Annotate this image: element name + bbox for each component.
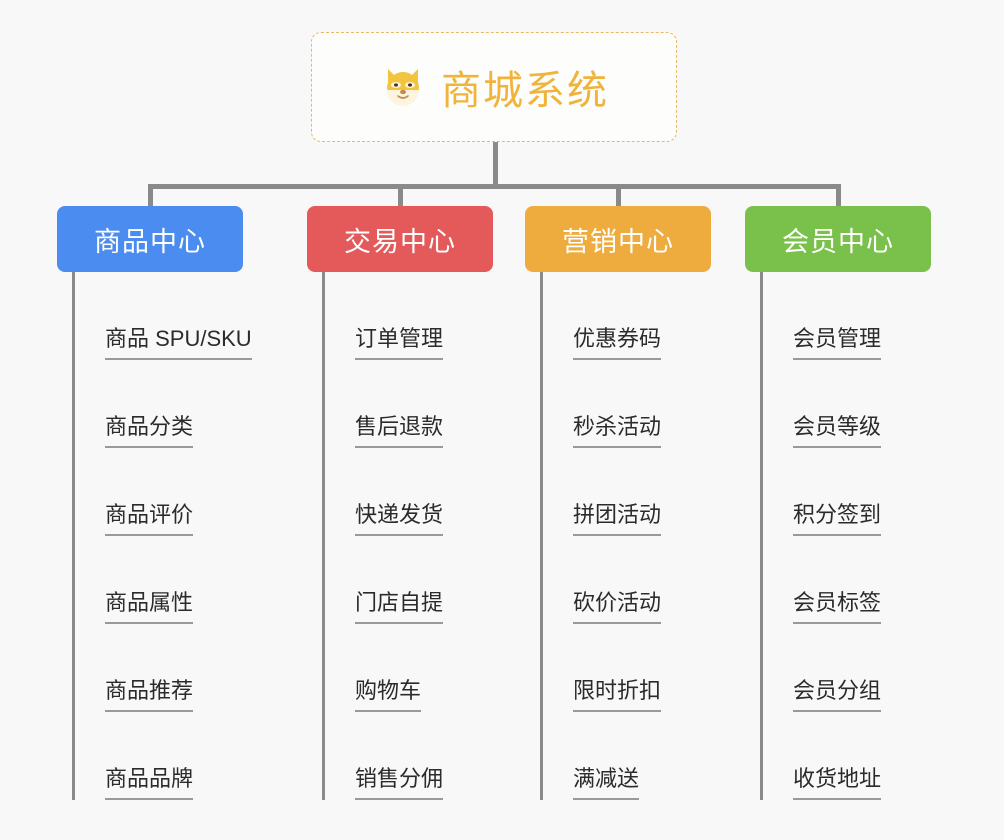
branch-column-4: 会员中心 会员管理 会员等级 积分签到 会员标签 会员分组 收货地址 xyxy=(745,206,931,800)
leaf-item[interactable]: 收货地址 xyxy=(760,712,931,800)
branch-header-4[interactable]: 会员中心 xyxy=(745,206,931,272)
leaf-item[interactable]: 销售分佣 xyxy=(322,712,493,800)
leaf-item[interactable]: 会员分组 xyxy=(760,624,931,712)
branch-column-1: 商品中心 商品 SPU/SKU 商品分类 商品评价 商品属性 商品推荐 商品品牌 xyxy=(57,206,252,800)
shiba-dog-icon xyxy=(379,63,427,111)
leaf-label: 商品属性 xyxy=(105,590,194,624)
leaf-label: 商品品牌 xyxy=(105,766,194,800)
leaf-item[interactable]: 商品推荐 xyxy=(72,624,252,712)
leaf-item[interactable]: 拼团活动 xyxy=(540,448,711,536)
leaf-label: 商品评价 xyxy=(105,502,194,536)
leaf-item[interactable]: 满减送 xyxy=(540,712,711,800)
branch-column-2: 交易中心 订单管理 售后退款 快递发货 门店自提 购物车 销售分佣 xyxy=(307,206,493,800)
leaf-label: 会员管理 xyxy=(793,326,882,360)
branch-body-4: 会员管理 会员等级 积分签到 会员标签 会员分组 收货地址 xyxy=(745,272,931,800)
leaf-label: 拼团活动 xyxy=(573,502,662,536)
branch-spine-4 xyxy=(760,272,763,800)
leaf-label: 销售分佣 xyxy=(355,766,444,800)
trunk-horizontal-line xyxy=(150,184,840,189)
leaf-label: 商品推荐 xyxy=(105,678,194,712)
leaf-label: 优惠券码 xyxy=(573,326,662,360)
leaf-item[interactable]: 秒杀活动 xyxy=(540,360,711,448)
leaf-item[interactable]: 商品品牌 xyxy=(72,712,252,800)
branch-header-2[interactable]: 交易中心 xyxy=(307,206,493,272)
leaf-item[interactable]: 快递发货 xyxy=(322,448,493,536)
leaf-item[interactable]: 砍价活动 xyxy=(540,536,711,624)
leaf-label: 门店自提 xyxy=(355,590,444,624)
leaf-label: 商品 SPU/SKU xyxy=(105,326,252,360)
leaf-item[interactable]: 售后退款 xyxy=(322,360,493,448)
leaf-label: 商品分类 xyxy=(105,414,194,448)
branch-spine-2 xyxy=(322,272,325,800)
leaf-label: 限时折扣 xyxy=(573,678,662,712)
branch-body-1: 商品 SPU/SKU 商品分类 商品评价 商品属性 商品推荐 商品品牌 xyxy=(57,272,252,800)
branch-body-2: 订单管理 售后退款 快递发货 门店自提 购物车 销售分佣 xyxy=(307,272,493,800)
trunk-drop-2 xyxy=(398,184,403,208)
leaf-item[interactable]: 订单管理 xyxy=(322,272,493,360)
trunk-vertical-line xyxy=(493,142,498,187)
leaf-label: 会员等级 xyxy=(793,414,882,448)
leaf-item[interactable]: 会员等级 xyxy=(760,360,931,448)
root-title: 商城系统 xyxy=(441,69,609,113)
leaf-item[interactable]: 限时折扣 xyxy=(540,624,711,712)
leaf-item[interactable]: 商品分类 xyxy=(72,360,252,448)
leaf-item[interactable]: 优惠券码 xyxy=(540,272,711,360)
leaf-label: 收货地址 xyxy=(793,766,882,800)
leaf-label: 砍价活动 xyxy=(573,590,662,624)
leaf-label: 快递发货 xyxy=(355,502,444,536)
leaf-label: 满减送 xyxy=(573,766,640,800)
branch-header-3[interactable]: 营销中心 xyxy=(525,206,711,272)
branch-body-3: 优惠券码 秒杀活动 拼团活动 砍价活动 限时折扣 满减送 xyxy=(525,272,711,800)
leaf-item[interactable]: 会员管理 xyxy=(760,272,931,360)
leaf-item[interactable]: 积分签到 xyxy=(760,448,931,536)
leaf-label: 会员标签 xyxy=(793,590,882,624)
leaf-item[interactable]: 商品属性 xyxy=(72,536,252,624)
trunk-drop-4 xyxy=(836,184,841,208)
leaf-item[interactable]: 门店自提 xyxy=(322,536,493,624)
branch-spine-3 xyxy=(540,272,543,800)
leaf-label: 售后退款 xyxy=(355,414,444,448)
trunk-drop-1 xyxy=(148,184,153,208)
root-node[interactable]: 商城系统 xyxy=(311,32,677,142)
branch-column-3: 营销中心 优惠券码 秒杀活动 拼团活动 砍价活动 限时折扣 满减送 xyxy=(525,206,711,800)
branch-header-1[interactable]: 商品中心 xyxy=(57,206,243,272)
leaf-item[interactable]: 购物车 xyxy=(322,624,493,712)
leaf-label: 秒杀活动 xyxy=(573,414,662,448)
branch-spine-1 xyxy=(72,272,75,800)
trunk-drop-3 xyxy=(616,184,621,208)
leaf-label: 购物车 xyxy=(355,678,422,712)
leaf-label: 积分签到 xyxy=(793,502,882,536)
leaf-item[interactable]: 商品 SPU/SKU xyxy=(72,272,252,360)
leaf-item[interactable]: 会员标签 xyxy=(760,536,931,624)
leaf-label: 订单管理 xyxy=(355,326,444,360)
leaf-item[interactable]: 商品评价 xyxy=(72,448,252,536)
leaf-label: 会员分组 xyxy=(793,678,882,712)
